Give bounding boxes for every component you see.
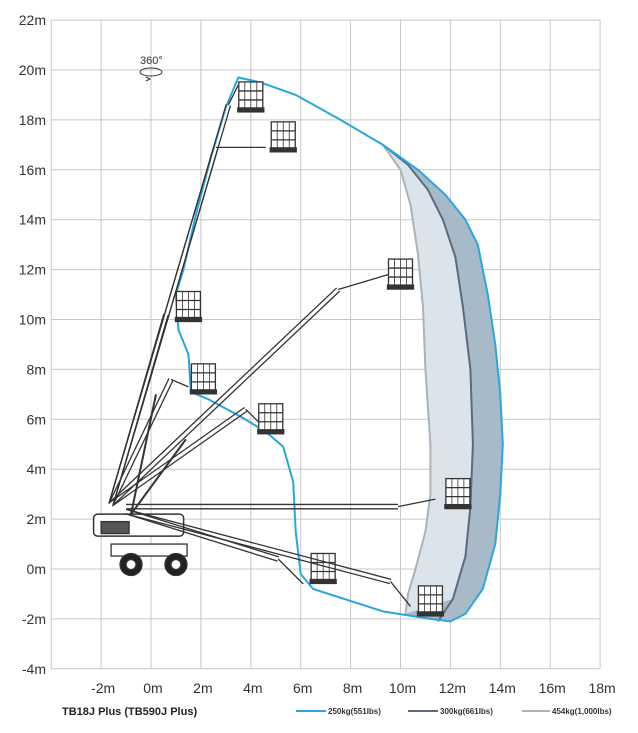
boom-arm-vertical xyxy=(108,104,232,505)
boom-segment xyxy=(397,498,436,508)
envelope-250kg-line xyxy=(174,76,504,623)
y-axis-labels: -4m -2m 0m 2m 4m 6m 8m 10m 12m 14m 16m 18m 20m 22m xyxy=(19,12,46,677)
lift-cylinder xyxy=(130,394,157,515)
y-tick-label: -4m xyxy=(22,661,46,677)
lift-cylinder xyxy=(130,438,187,515)
y-tick-label: 10m xyxy=(19,312,46,328)
x-tick-label: 4m xyxy=(243,680,262,696)
basket-floor xyxy=(237,107,265,113)
rotation-icon xyxy=(139,67,163,77)
x-tick-label: 16m xyxy=(539,680,566,696)
x-tick-label: 10m xyxy=(389,680,416,696)
y-tick-label: 22m xyxy=(19,12,46,28)
y-tick-label: 18m xyxy=(19,112,46,128)
basket-floor xyxy=(309,578,337,585)
wheel-hub xyxy=(125,558,137,571)
legend-label-300kg: 300kg(661lbs) xyxy=(440,707,493,716)
y-tick-label: 8m xyxy=(27,361,46,377)
x-tick-label: 6m xyxy=(293,680,312,696)
y-tick-label: 14m xyxy=(19,212,46,228)
legend: 250kg(551lbs) 300kg(661lbs) 454kg(1,000l… xyxy=(296,707,612,716)
wheel-hub xyxy=(170,558,182,571)
counterweight xyxy=(100,520,130,535)
x-tick-label: 14m xyxy=(489,680,516,696)
rotation-indicator: 360° xyxy=(139,55,163,82)
boom-segment xyxy=(227,84,239,106)
legend-label-250kg: 250kg(551lbs) xyxy=(328,707,381,716)
boom-arm-diagonal-low xyxy=(109,406,248,507)
boom-arm-mid-vertical xyxy=(108,313,169,505)
boom-segment xyxy=(390,581,411,607)
x-tick-label: 18m xyxy=(588,680,615,696)
envelope-454kg-line xyxy=(382,144,432,615)
y-tick-label: 0m xyxy=(27,561,46,577)
boom-positions-drawing xyxy=(92,81,472,617)
boom-segment xyxy=(337,273,389,291)
boom-arm-low-vertical xyxy=(108,378,174,506)
legend-label-454kg: 454kg(1,000lbs) xyxy=(552,707,612,716)
basket-floor xyxy=(444,503,472,510)
x-tick-label: -2m xyxy=(91,680,115,696)
basket-floor xyxy=(189,389,218,395)
model-label: TB18J Plus (TB590J Plus) xyxy=(62,706,197,718)
y-tick-label: 12m xyxy=(19,262,46,278)
boom-segment xyxy=(170,378,189,388)
boom-arm-horizontal xyxy=(126,503,399,510)
boom-segment xyxy=(277,558,304,585)
y-tick-label: 16m xyxy=(19,162,46,178)
y-tick-label: 2m xyxy=(27,511,46,527)
x-axis-labels: -2m 0m 2m 4m 6m 8m 10m 12m 14m 16m 18m xyxy=(91,680,616,696)
basket-floor xyxy=(386,284,415,290)
rotation-arrow-icon xyxy=(145,76,152,82)
y-tick-label: 4m xyxy=(27,461,46,477)
x-tick-label: 12m xyxy=(439,680,466,696)
boom-arm-down-short xyxy=(125,508,280,562)
envelope-300kg-line xyxy=(382,144,474,622)
y-tick-label: 20m xyxy=(19,62,46,78)
x-tick-label: 8m xyxy=(343,680,362,696)
y-tick-label: -2m xyxy=(22,611,46,627)
basket-floor xyxy=(174,316,203,323)
rotation-label: 360° xyxy=(140,55,163,67)
basket-floor xyxy=(269,147,297,153)
y-tick-label: 6m xyxy=(27,411,46,427)
basket-floor xyxy=(416,611,445,617)
boom-arm-diagonal xyxy=(109,287,341,507)
x-tick-label: 0m xyxy=(143,680,162,696)
boom-arm-down-long xyxy=(125,508,392,585)
x-tick-label: 2m xyxy=(193,680,212,696)
basket-floor xyxy=(257,429,285,435)
